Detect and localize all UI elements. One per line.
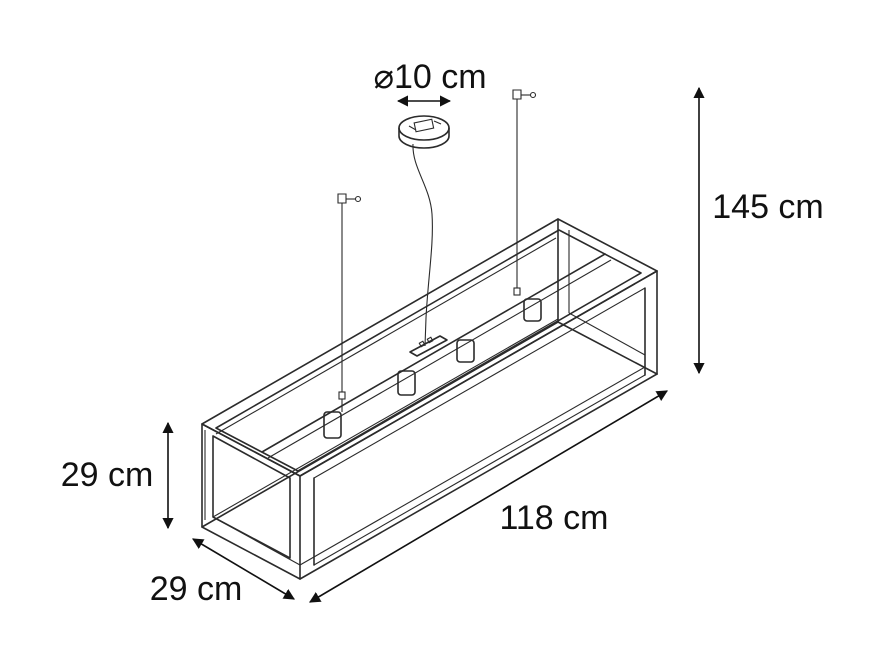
- canopy-diameter-label: ⌀10 cm: [373, 58, 486, 96]
- frame-depth-label: 29 cm: [150, 570, 243, 608]
- junction-box: [409, 335, 448, 357]
- frame-length-dimension: 118 cm: [309, 390, 668, 603]
- suspension-wire-right: [512, 89, 537, 296]
- frame-height-dimension: 29 cm: [61, 421, 174, 530]
- suspension-height-label: 145 cm: [712, 188, 824, 226]
- power-cable: [412, 143, 433, 347]
- light-socket-1: [323, 399, 343, 439]
- frame-height-label: 29 cm: [61, 456, 154, 494]
- ceiling-canopy: [398, 115, 450, 149]
- frame-depth-dimension: 29 cm: [150, 538, 295, 608]
- suspension-height-dimension: 145 cm: [693, 86, 824, 375]
- light-socket-3: [456, 339, 475, 363]
- canopy-diameter-dimension: ⌀10 cm: [373, 58, 487, 107]
- light-socket-4: [523, 298, 542, 322]
- frame-length-label: 118 cm: [500, 499, 609, 537]
- suspension-wire-left: [337, 193, 362, 400]
